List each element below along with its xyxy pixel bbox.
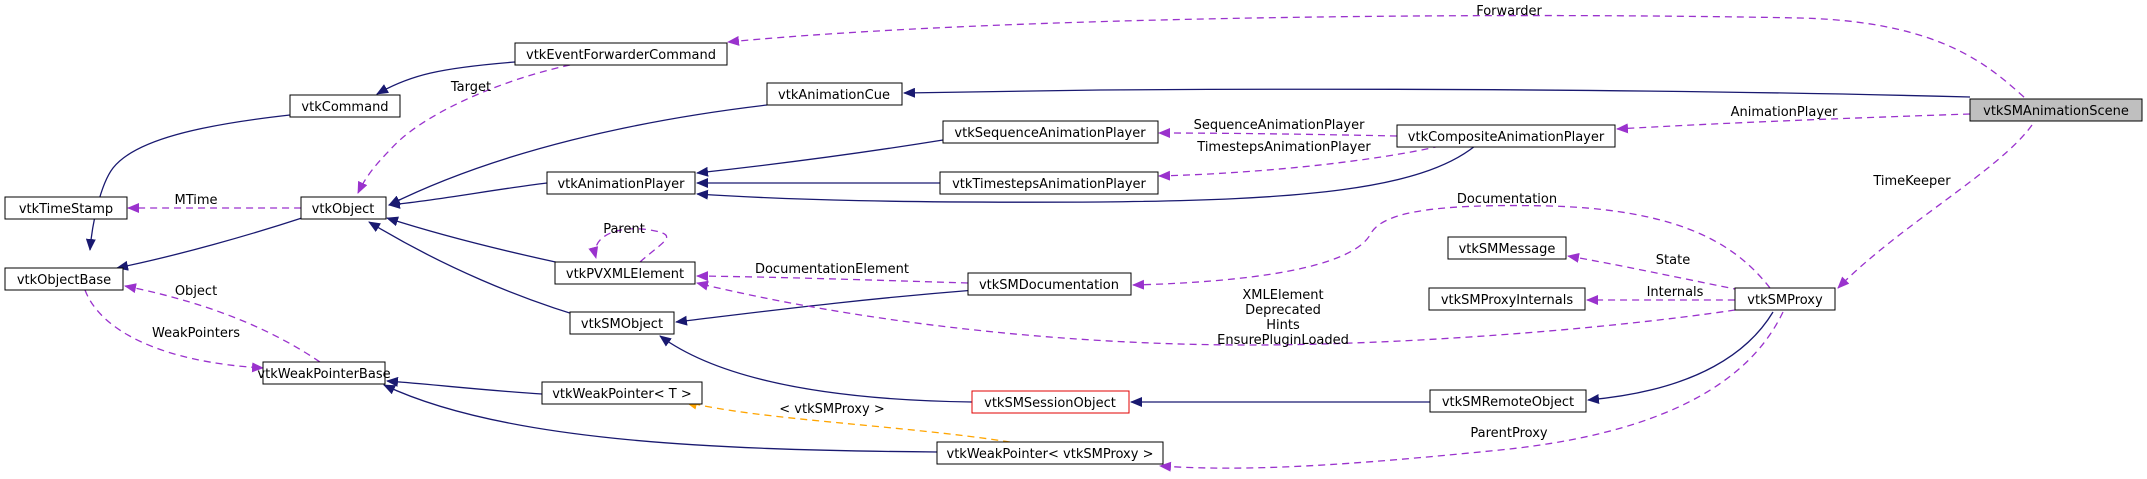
edge-wpsmproxy-wpbase [383, 384, 938, 453]
node-label: vtkCompositeAnimationPlayer [1408, 130, 1605, 145]
node-vtksmanimationscene[interactable]: vtkSMAnimationScene [1969, 98, 2143, 122]
edge-wpt-wpbase [386, 376, 543, 395]
label-target: Target [450, 80, 491, 95]
node-label: vtkSMObject [581, 317, 663, 332]
edge-xmlelement [696, 280, 1736, 346]
edge-timekeeper [1837, 124, 2033, 289]
node-label: vtkWeakPointerBase [257, 367, 390, 382]
label-weak-pointers: WeakPointers [152, 326, 240, 341]
node-vtksequenceanimationplayer[interactable]: vtkSequenceAnimationPlayer [942, 120, 1159, 144]
node-vtkpvxmlelement[interactable]: vtkPVXMLElement [554, 261, 696, 285]
node-vtkobject[interactable]: vtkObject [300, 196, 387, 220]
edge-composite-player [696, 145, 1476, 203]
label-documentation: Documentation [1457, 192, 1557, 207]
label-animation-player: AnimationPlayer [1731, 105, 1838, 120]
node-vtkweakpointer-t[interactable]: vtkWeakPointer< T > [541, 381, 703, 405]
edge-labels: Forwarder Target SequenceAnimationPlayer… [152, 4, 1951, 441]
node-label: vtkSMSessionObject [984, 396, 1116, 411]
edge-documentation [1132, 204, 1771, 290]
node-label: vtkCommand [301, 100, 388, 115]
edge-session-smobject [659, 335, 973, 403]
node-vtksmremoteobject[interactable]: vtkSMRemoteObject [1429, 389, 1587, 413]
label-parent: Parent [603, 222, 645, 237]
label-forwarder: Forwarder [1476, 4, 1542, 19]
node-vtkweakpointerbase[interactable]: vtkWeakPointerBase [257, 361, 391, 385]
node-vtksmproxy[interactable]: vtkSMProxy [1734, 287, 1836, 311]
edge-proxy-remote [1587, 311, 1774, 404]
label-parent-proxy: ParentProxy [1470, 426, 1548, 441]
node-vtkanimationcue[interactable]: vtkAnimationCue [766, 82, 903, 106]
edge-object-objectbase [116, 216, 306, 271]
node-label: vtkSMProxyInternals [1441, 293, 1573, 308]
node-vtksmsessionobject[interactable]: vtkSMSessionObject [971, 390, 1130, 414]
node-label: vtkSMMessage [1459, 242, 1556, 257]
label-sequence-animation-player: SequenceAnimationPlayer [1194, 118, 1366, 133]
label-ensure-plugin-loaded: EnsurePluginLoaded [1217, 333, 1349, 348]
edge-documentation-element [696, 271, 969, 284]
node-vtksmproxyinternals[interactable]: vtkSMProxyInternals [1428, 287, 1586, 311]
edge-weakpointers [84, 289, 264, 373]
edge-forwarder [727, 14, 2043, 114]
label-mtime: MTime [174, 193, 217, 208]
node-label: vtkSMRemoteObject [1442, 395, 1574, 410]
label-documentation-element: DocumentationElement [755, 262, 909, 277]
node-vtkcompositeanimationplayer[interactable]: vtkCompositeAnimationPlayer [1396, 124, 1616, 148]
edge-pvxml-object [386, 216, 561, 264]
edge-animation-player [1616, 113, 1971, 134]
edge-smdoc-smobject [675, 289, 976, 326]
node-vtkweakpointer-vtksmproxy[interactable]: vtkWeakPointer< vtkSMProxy > [936, 441, 1164, 465]
edge-parent-proxy [1159, 311, 1784, 472]
edge-cue-object [388, 104, 768, 206]
node-label: vtkWeakPointer< vtkSMProxy > [947, 447, 1154, 462]
edge-seq-anim-player [1158, 128, 1398, 139]
node-vtkcommand[interactable]: vtkCommand [289, 94, 401, 118]
edge-template [685, 399, 1011, 443]
node-label: vtkSMProxy [1747, 293, 1823, 308]
node-label: vtkWeakPointer< T > [552, 387, 692, 402]
node-vtksmmessage[interactable]: vtkSMMessage [1447, 236, 1567, 260]
node-vtktimestamp[interactable]: vtkTimeStamp [4, 196, 128, 220]
node-vtkobjectbase[interactable]: vtkObjectBase [4, 267, 124, 291]
node-vtkeventforwardercommand[interactable]: vtkEventForwarderCommand [514, 42, 728, 66]
node-label: vtkSequenceAnimationPlayer [954, 126, 1146, 141]
node-label: vtkObject [312, 202, 375, 217]
edge-animplayer-object [388, 182, 548, 209]
edge-state [1567, 252, 1741, 291]
node-label: vtkSMDocumentation [979, 278, 1119, 293]
node-vtksmobject[interactable]: vtkSMObject [569, 311, 675, 335]
edge-eventforwarder-command [376, 61, 516, 95]
nodes: vtkSMAnimationScene vtkEventForwarderCom… [4, 42, 2143, 465]
node-label: vtkAnimationPlayer [557, 177, 685, 192]
label-internals: Internals [1647, 285, 1704, 300]
node-label: vtkTimeStamp [19, 202, 113, 217]
label-time-keeper: TimeKeeper [1872, 174, 1951, 189]
edge-command-objectbase [85, 114, 291, 251]
edge-target [357, 64, 571, 194]
node-label: vtkPVXMLElement [566, 267, 684, 282]
edge-ts-anim-player [1158, 145, 1441, 181]
label-hints: Hints [1266, 318, 1300, 333]
edge-object [124, 283, 321, 363]
node-vtktimestepsanimationplayer[interactable]: vtkTimestepsAnimationPlayer [939, 171, 1159, 195]
label-state: State [1656, 253, 1690, 268]
node-label: vtkSMAnimationScene [1983, 104, 2129, 119]
node-vtkanimationplayer[interactable]: vtkAnimationPlayer [546, 171, 696, 195]
node-label: vtkEventForwarderCommand [526, 48, 716, 63]
node-vtksmdocumentation[interactable]: vtkSMDocumentation [967, 272, 1132, 296]
node-label: vtkTimestepsAnimationPlayer [952, 177, 1146, 192]
label-vtksmproxy-template: < vtkSMProxy > [779, 402, 884, 417]
edge-parent [588, 228, 668, 263]
edge-scene-cue [903, 87, 1971, 98]
label-xml-element: XMLElement [1242, 288, 1323, 303]
edges [84, 14, 2043, 472]
label-deprecated: Deprecated [1245, 303, 1321, 318]
label-object: Object [175, 284, 217, 299]
node-label: vtkObjectBase [17, 273, 111, 288]
label-timesteps-animation-player: TimestepsAnimationPlayer [1196, 140, 1371, 155]
edge-sequence-player [696, 139, 944, 177]
node-label: vtkAnimationCue [778, 88, 890, 103]
